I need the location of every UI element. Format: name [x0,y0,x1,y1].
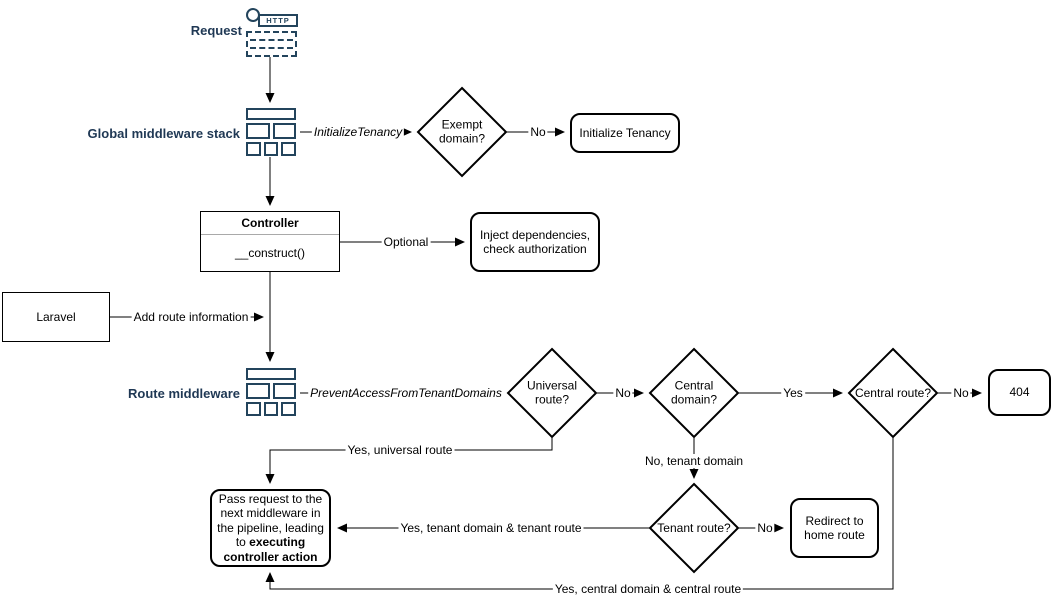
decision-tenant-route [648,482,740,574]
node-initialize-tenancy: Initialize Tenancy [570,113,680,153]
node-inject-dependencies: Inject dependencies, check authorization [470,212,600,272]
edge-label-exempt-no: No [528,125,548,139]
node-redirect-home: Redirect to home route [790,498,879,558]
route-middleware-label: Route middleware [128,386,240,401]
edge-label-central-yes: Yes, central domain & central route [552,582,744,596]
node-controller: Controller __construct() [200,211,340,272]
edge-label-universal-yes: Yes, universal route [345,443,455,457]
edge-label-prevent-access: PreventAccessFromTenantDomains [308,386,504,400]
request-label: Request [190,23,242,38]
http-body-glyph [246,31,297,57]
controller-method: __construct() [234,245,306,260]
edge-label-optional: Optional [381,235,431,249]
middleware-stack-icon [246,108,297,156]
edge-label-initialize-tenancy: InitializeTenancy [311,125,405,139]
decision-central-domain [648,347,740,439]
edge-label-tenant-route-no: No [755,521,775,535]
controller-title: Controller [201,212,339,235]
edge-label-central-domain-yes: Yes [781,386,805,400]
decision-central-route [847,347,939,439]
pass-request-text: Pass request to the next middleware in t… [217,492,324,550]
middleware-stack-icon [246,368,297,416]
http-request-icon: HTTP [246,8,298,57]
http-protocol-label: HTTP [258,14,298,27]
edge-label-add-route-information: Add route information [131,310,251,324]
node-pass-request: Pass request to the next middleware in t… [210,489,331,567]
global-middleware-stack-label: Global middleware stack [87,126,240,141]
edge-label-tenant-domain-no: No, tenant domain [642,454,746,468]
edge-label-universal-no: No [613,386,633,400]
universal-route-label: Universal route? [526,378,577,407]
node-laravel: Laravel [2,292,110,342]
edge-label-central-route-no: No [951,386,971,400]
decision-universal-route [506,347,598,439]
edge-label-tenant-yes: Yes, tenant domain & tenant route [398,521,584,535]
central-route-label: Central route? [854,385,932,400]
central-domain-label: Central domain? [670,378,718,407]
http-circle-glyph [246,8,260,22]
pass-request-bold: executing controller action [223,535,318,564]
exempt-domain-label: Exempt domain? [438,117,486,146]
tenant-route-label: Tenant route? [657,520,731,535]
decision-exempt-domain [416,86,508,178]
node-404: 404 [988,369,1051,416]
